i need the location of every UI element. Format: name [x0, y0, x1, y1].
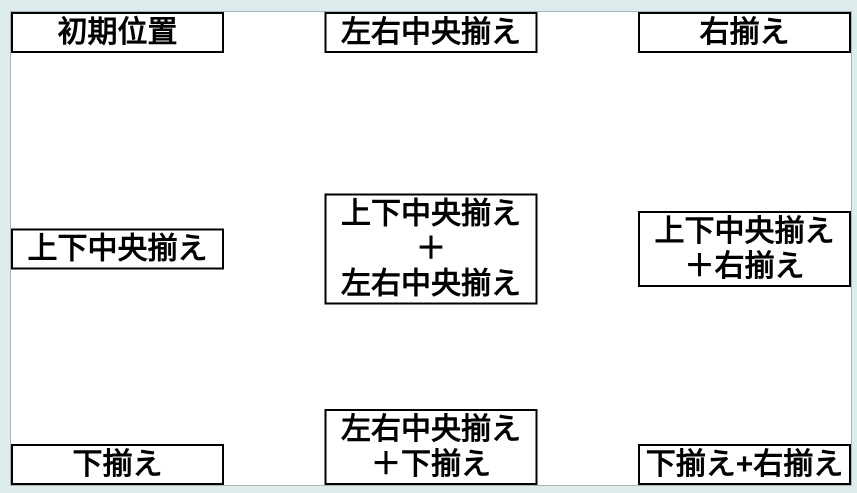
- box-right-align: 右揃え: [638, 12, 851, 53]
- box-bottom-right-align: 下揃え+右揃え: [638, 444, 851, 485]
- box-vertical-horizontal-center: 上下中央揃え＋ 左右中央揃え: [324, 193, 538, 304]
- box-initial-position: 初期位置: [11, 12, 224, 53]
- box-horizontal-center: 左右中央揃え: [324, 12, 538, 53]
- box-bottom-align: 下揃え: [11, 444, 224, 485]
- box-horizontal-center-bottom: 左右中央揃え ＋下揃え: [324, 409, 538, 485]
- alignment-demo-container: 初期位置 左右中央揃え 右揃え 上下中央揃え 上下中央揃え＋ 左右中央揃え 上下…: [10, 11, 852, 486]
- box-vertical-center-right: 上下中央揃え ＋右揃え: [638, 210, 851, 287]
- box-vertical-center: 上下中央揃え: [11, 228, 224, 269]
